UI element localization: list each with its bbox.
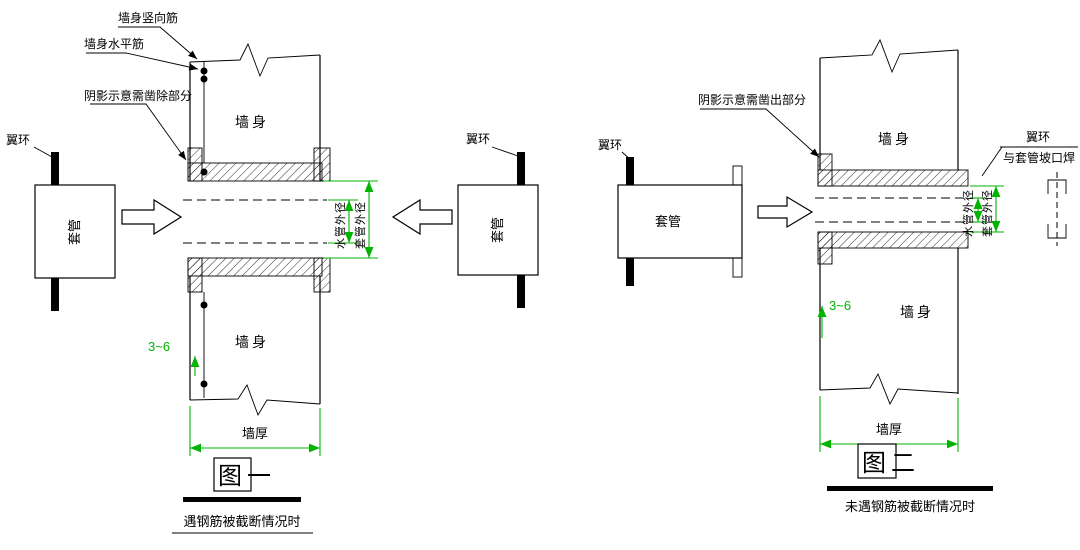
figure1-title: 图一 (218, 463, 276, 490)
wall-bottom-label: 墙身 (235, 334, 269, 350)
rebar-dot (200, 75, 208, 83)
figure2-title: 图二 (862, 450, 920, 477)
hatch-top-band (187, 162, 323, 182)
weld-note-leader (981, 146, 1003, 177)
caption-bar (183, 497, 301, 502)
break-line-top (189, 42, 321, 78)
vertical-rebar-leader (118, 26, 198, 60)
hatch-bottom-band (817, 231, 969, 249)
wall-thickness-label: 墙厚 (876, 422, 902, 437)
sleeve-od-dim-label: 套管外径 (980, 189, 994, 237)
vertical-rebar-label: 墙身竖向筋 (118, 10, 178, 25)
title-box (213, 457, 252, 492)
horizontal-rebar-label: 墙身水平筋 (84, 36, 144, 51)
hatch-bottom-band (187, 257, 323, 277)
rebar-dot (200, 380, 208, 388)
wing-ring-half-top (1047, 179, 1067, 194)
sleeve-left-outline (34, 184, 116, 279)
wall-top-label: 墙身 (878, 131, 912, 147)
gap-dimension-label: 3~6 (148, 339, 170, 354)
insert-arrow-left-icon (121, 198, 183, 236)
wing-ring-right-bottom-bar (517, 275, 525, 308)
weld-note-label: 与套管坡口焊 (1003, 150, 1075, 165)
rebar-dot (200, 301, 208, 309)
sleeve-outline (617, 184, 743, 259)
figure1-caption: 遇钢筋被截断情况时 (183, 514, 300, 529)
wing-ring-left-bottom-bar (51, 278, 59, 311)
pipe-od-dim-label: 水管外径 (961, 189, 975, 237)
hatch-bottom-left-tab (817, 231, 833, 265)
wing-ring-left-top-bar (51, 152, 59, 185)
break-line-top (819, 38, 959, 74)
gap-dimension-label: 3~6 (829, 298, 851, 313)
wing-ring-right-label: 翼环 (1026, 130, 1050, 144)
pipe-od-dim-label: 水管外径 (333, 201, 347, 249)
insert-arrow-right-icon (391, 198, 453, 236)
wall-top-label: 墙身 (235, 114, 269, 130)
hatch-top-band (817, 169, 969, 187)
shaded-chisel-leader (700, 108, 820, 158)
wing-ring-right-top-bar (517, 152, 525, 185)
figure-1: 墙身竖向筋 墙身水平筋 阴影示意需凿除部分 翼环 套管 墙身 (6, 10, 539, 534)
sleeve-od-dim-label: 套管外径 (353, 201, 367, 249)
title-box (857, 443, 897, 479)
insert-arrow-icon (757, 195, 814, 229)
wing-ring-left-leader (33, 146, 53, 158)
sleeve-left-label: 套管 (67, 219, 82, 245)
shaded-chisel-label: 阴影示意需凿除部分 (84, 88, 192, 103)
wall-bottom-label: 墙身 (900, 304, 934, 320)
wing-ring-left-label: 翼环 (598, 138, 622, 152)
wing-ring-right-leader (491, 146, 519, 157)
sleeve-right-label: 套管 (490, 217, 505, 243)
sleeve-right-outline (457, 184, 539, 276)
figure-2: 阴影示意需凿出部分 翼环 套管 墙身 墙身 3~6 翼环 (598, 38, 1078, 514)
sleeve-end-ring-bottom (732, 257, 743, 278)
wall-thickness-label: 墙厚 (242, 426, 268, 441)
shaded-chisel-leader (90, 103, 187, 161)
figure2-caption: 未遇钢筋被截断情况时 (845, 499, 975, 514)
rebar-dot (200, 67, 208, 75)
shaded-chisel-label: 阴影示意需凿出部分 (698, 92, 806, 107)
caption-bar (827, 486, 993, 491)
horizontal-rebar-leader (86, 52, 199, 71)
break-line-bottom (819, 372, 959, 406)
sleeve-end-ring-top (732, 165, 743, 186)
wing-ring-bottom-bar (626, 258, 634, 286)
wing-ring-top-bar (626, 157, 634, 185)
wing-ring-right-label: 翼环 (466, 132, 490, 146)
break-line-bottom (189, 383, 321, 417)
sleeve-label: 套管 (655, 214, 681, 229)
wing-ring-half-bottom (1047, 224, 1067, 239)
wing-ring-left-label: 翼环 (6, 133, 30, 147)
